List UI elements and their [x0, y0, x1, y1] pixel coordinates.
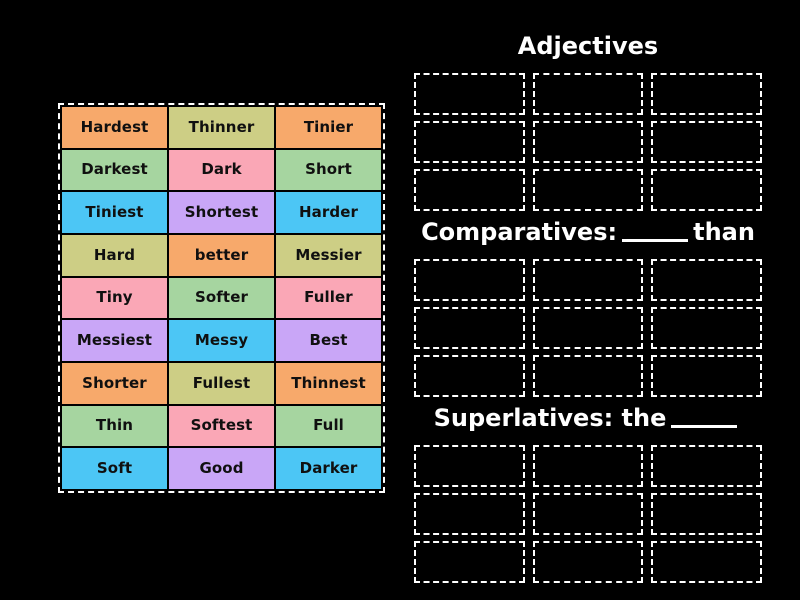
blank-underline — [671, 409, 738, 428]
word-tile[interactable]: Tiny — [62, 277, 167, 319]
zone-title-superlatives: Superlatives: the — [414, 398, 762, 438]
dropzone-grid-comparatives — [414, 259, 762, 397]
dropbox-adjectives[interactable] — [532, 169, 644, 211]
dropbox-adjectives[interactable] — [532, 73, 644, 115]
dropbox-comparatives[interactable] — [414, 307, 525, 349]
dropzone-grid-adjectives — [414, 73, 762, 211]
dropbox-adjectives[interactable] — [414, 169, 525, 211]
zone-title-prefix: Adjectives — [517, 31, 659, 60]
word-tile[interactable]: Messiest — [62, 320, 167, 361]
word-tile[interactable]: Tinier — [276, 107, 381, 148]
word-tile[interactable]: Shortest — [169, 192, 274, 233]
dropbox-superlatives[interactable] — [532, 541, 644, 583]
dropzone-section-superlatives: Superlatives: the — [414, 398, 762, 583]
dropbox-superlatives[interactable] — [414, 445, 525, 487]
word-tile[interactable]: Hard — [62, 235, 167, 276]
dropbox-superlatives[interactable] — [532, 493, 644, 535]
word-tile[interactable]: Soft — [62, 448, 167, 489]
dropbox-superlatives[interactable] — [414, 541, 525, 583]
word-tile[interactable]: Softest — [169, 405, 274, 447]
dropzone-grid-superlatives — [414, 445, 762, 583]
word-tile[interactable]: Best — [276, 320, 381, 361]
word-tile[interactable]: Fullest — [169, 363, 274, 404]
word-tile[interactable]: Full — [276, 405, 381, 447]
dropzone-section-comparatives: Comparatives: than — [414, 212, 762, 397]
word-tile[interactable]: Good — [169, 448, 274, 489]
blank-underline — [622, 223, 689, 242]
dropbox-superlatives[interactable] — [651, 445, 762, 487]
word-tile[interactable]: Darker — [276, 448, 381, 489]
zone-title-comparatives: Comparatives: than — [414, 212, 762, 252]
word-tile[interactable]: Harder — [276, 192, 381, 233]
word-tile[interactable]: Hardest — [62, 107, 167, 148]
dropbox-adjectives[interactable] — [651, 73, 762, 115]
dropbox-comparatives[interactable] — [651, 307, 762, 349]
dropbox-comparatives[interactable] — [651, 259, 762, 301]
dropbox-adjectives[interactable] — [651, 121, 762, 163]
word-tile[interactable]: Softer — [169, 277, 274, 319]
word-tile[interactable]: Dark — [169, 149, 274, 191]
word-tile[interactable]: Short — [276, 149, 381, 191]
dropbox-superlatives[interactable] — [651, 493, 762, 535]
zone-title-adjectives: Adjectives — [414, 26, 762, 66]
zone-title-suffix: than — [693, 217, 755, 246]
dropbox-comparatives[interactable] — [532, 307, 644, 349]
dropbox-adjectives[interactable] — [414, 73, 525, 115]
dropbox-adjectives[interactable] — [532, 121, 644, 163]
dropbox-comparatives[interactable] — [532, 259, 644, 301]
dropbox-comparatives[interactable] — [414, 259, 525, 301]
word-tile[interactable]: Darkest — [62, 149, 167, 191]
dropzone-section-adjectives: Adjectives — [414, 26, 762, 211]
zone-title-prefix: Superlatives: the — [433, 403, 667, 432]
dropbox-adjectives[interactable] — [651, 169, 762, 211]
word-tile[interactable]: Tiniest — [62, 192, 167, 233]
word-tile[interactable]: Fuller — [276, 277, 381, 319]
word-tile[interactable]: Shorter — [62, 363, 167, 404]
dropbox-superlatives[interactable] — [414, 493, 525, 535]
word-tile[interactable]: Messy — [169, 320, 274, 361]
zone-title-prefix: Comparatives: — [421, 217, 618, 246]
word-tile[interactable]: Thinnest — [276, 363, 381, 404]
dropbox-comparatives[interactable] — [651, 355, 762, 397]
word-tile[interactable]: Thin — [62, 405, 167, 447]
dropbox-superlatives[interactable] — [651, 541, 762, 583]
dropbox-comparatives[interactable] — [414, 355, 525, 397]
word-tile[interactable]: Thinner — [169, 107, 274, 148]
word-tile[interactable]: Messier — [276, 235, 381, 276]
dropbox-superlatives[interactable] — [532, 445, 644, 487]
word-tile[interactable]: better — [169, 235, 274, 276]
dropbox-adjectives[interactable] — [414, 121, 525, 163]
dropbox-comparatives[interactable] — [532, 355, 644, 397]
